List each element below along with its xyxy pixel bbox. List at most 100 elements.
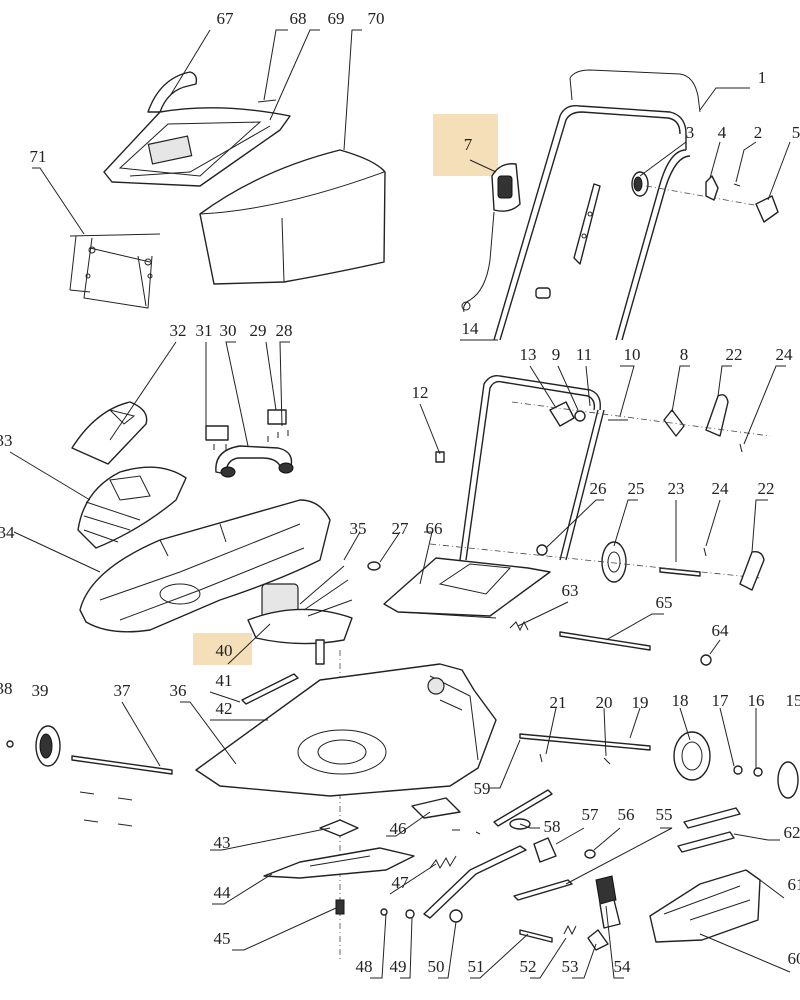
bolt-45 bbox=[335, 899, 345, 915]
knob-53 bbox=[587, 929, 609, 951]
label-18: 18 bbox=[672, 691, 689, 710]
label-14: 14 bbox=[462, 319, 480, 338]
label-30: 30 bbox=[220, 321, 237, 340]
label-66: 66 bbox=[426, 519, 443, 538]
strip-62 bbox=[677, 807, 741, 853]
label-29: 29 bbox=[250, 321, 267, 340]
label-8: 8 bbox=[680, 345, 689, 364]
front-wheel-39 bbox=[35, 725, 61, 767]
bracket-57 bbox=[533, 837, 557, 863]
blade-adaptor-43 bbox=[319, 819, 359, 837]
nut-16 bbox=[753, 767, 763, 777]
label-52: 52 bbox=[520, 957, 537, 976]
label-70: 70 bbox=[368, 9, 385, 28]
label-33: 33 bbox=[0, 431, 13, 450]
label-46: 46 bbox=[390, 819, 407, 838]
upper-body-33 bbox=[77, 466, 187, 549]
label-4: 4 bbox=[718, 123, 727, 142]
rod-65 bbox=[559, 631, 651, 651]
label-69: 69 bbox=[328, 9, 345, 28]
label-39: 39 bbox=[32, 681, 49, 700]
leader-lines bbox=[9, 29, 791, 979]
label-65: 65 bbox=[656, 593, 673, 612]
label-25: 25 bbox=[628, 479, 645, 498]
grip-54 bbox=[595, 875, 621, 929]
label-9: 9 bbox=[552, 345, 561, 364]
screw-21 bbox=[539, 753, 543, 763]
clip-4 bbox=[705, 175, 719, 201]
main-housing-34 bbox=[79, 499, 331, 633]
label-12: 12 bbox=[412, 383, 429, 402]
label-7: 7 bbox=[464, 135, 473, 154]
nut-12 bbox=[435, 451, 445, 463]
label-16: 16 bbox=[748, 691, 765, 710]
rear-axle-19 bbox=[519, 733, 651, 751]
label-24: 24 bbox=[712, 479, 730, 498]
link-55 bbox=[513, 879, 573, 901]
label-22: 22 bbox=[758, 479, 775, 498]
lever-8 bbox=[663, 409, 685, 437]
height-lever-49 bbox=[423, 845, 527, 919]
label-15: 15 bbox=[786, 691, 800, 710]
rear-cover-61 bbox=[649, 869, 761, 943]
bracket-31 bbox=[205, 425, 229, 441]
label-63: 63 bbox=[562, 581, 579, 600]
label-64: 64 bbox=[712, 621, 730, 640]
label-49: 49 bbox=[390, 957, 407, 976]
label-54: 54 bbox=[614, 957, 632, 976]
label-61: 61 bbox=[788, 875, 800, 894]
knob-5 bbox=[755, 195, 779, 223]
bolt-2 bbox=[733, 183, 741, 187]
washer-48 bbox=[380, 908, 388, 916]
label-43: 43 bbox=[214, 833, 231, 852]
washer-38 bbox=[6, 740, 14, 748]
rod-23 bbox=[429, 543, 761, 579]
label-68: 68 bbox=[290, 9, 307, 28]
label-28: 28 bbox=[276, 321, 293, 340]
rear-flap-66 bbox=[383, 557, 551, 619]
cap-25 bbox=[601, 541, 627, 583]
label-19: 19 bbox=[632, 693, 649, 712]
knob-3 bbox=[631, 171, 761, 207]
part-labels: 67 68 69 70 1 3 4 2 5 7 71 14 32 31 30 2… bbox=[0, 9, 800, 976]
bolt-24-top bbox=[739, 443, 743, 453]
highlight-box-7 bbox=[433, 114, 498, 176]
label-38: 38 bbox=[0, 679, 13, 698]
label-37: 37 bbox=[114, 681, 132, 700]
label-13: 13 bbox=[520, 345, 537, 364]
label-31: 31 bbox=[196, 321, 213, 340]
label-45: 45 bbox=[214, 929, 231, 948]
label-22-top: 22 bbox=[726, 345, 743, 364]
label-24-top: 24 bbox=[776, 345, 794, 364]
bracket-29 bbox=[267, 409, 287, 425]
bracket-plate bbox=[573, 183, 601, 265]
spring-47 bbox=[429, 855, 457, 870]
spring-52 bbox=[563, 924, 577, 936]
switch-box-7 bbox=[461, 163, 521, 313]
label-40: 40 bbox=[216, 641, 233, 660]
screw-27 bbox=[367, 561, 381, 571]
label-42: 42 bbox=[216, 699, 233, 718]
label-53: 53 bbox=[562, 957, 579, 976]
washer-17 bbox=[733, 765, 743, 775]
label-62: 62 bbox=[784, 823, 800, 842]
label-36: 36 bbox=[170, 681, 187, 700]
blade-44 bbox=[263, 847, 415, 879]
washer-26 bbox=[536, 544, 548, 556]
washer-49b bbox=[405, 909, 415, 919]
label-50: 50 bbox=[428, 957, 445, 976]
motor-assembly-40 bbox=[247, 565, 353, 665]
label-47: 47 bbox=[392, 873, 410, 892]
label-32: 32 bbox=[170, 321, 187, 340]
carry-handle-30 bbox=[215, 445, 294, 478]
nut-56 bbox=[584, 849, 596, 859]
spring-63 bbox=[509, 620, 529, 632]
pin-51 bbox=[519, 929, 553, 943]
label-56: 56 bbox=[618, 805, 635, 824]
deck-36 bbox=[195, 663, 497, 797]
label-11: 11 bbox=[576, 345, 592, 364]
frame-71 bbox=[69, 233, 161, 309]
strip-41 bbox=[241, 673, 299, 705]
bracket-46 bbox=[411, 797, 481, 835]
